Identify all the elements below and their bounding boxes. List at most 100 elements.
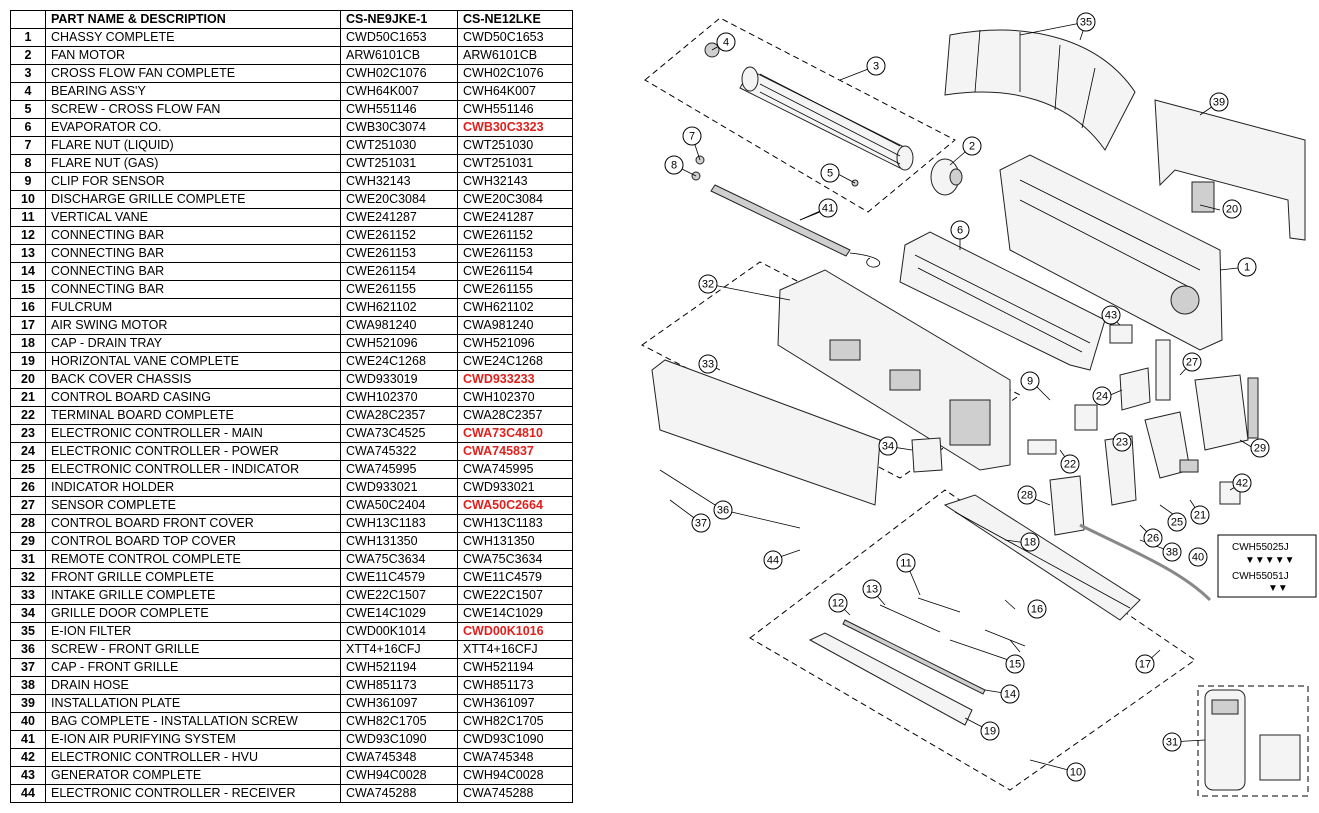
- part-name: CONNECTING BAR: [45, 244, 341, 263]
- part-name: ELECTRONIC CONTROLLER - POWER: [45, 442, 341, 461]
- part-code-model-2: CWH521096: [457, 334, 573, 353]
- callout-circle: [698, 354, 718, 374]
- part-code-model-1: ARW6101CB: [340, 46, 458, 65]
- part-name: GENERATOR COMPLETE: [45, 766, 341, 785]
- part-number: 16: [10, 298, 46, 317]
- callout-32: 32: [698, 274, 718, 294]
- callout-6: 6: [950, 220, 970, 240]
- part-name: VERTICAL VANE: [45, 208, 341, 227]
- part-name: FULCRUM: [45, 298, 341, 317]
- part-number: 5: [10, 100, 46, 119]
- callout-circle: [682, 126, 702, 146]
- callout-circle: [1167, 512, 1187, 532]
- part-name: CONTROL BOARD FRONT COVER: [45, 514, 341, 533]
- callout-layer: 1234567891011121314151617181920212223242…: [664, 12, 1270, 782]
- callout-24: 24: [1092, 386, 1112, 406]
- callout-circle: [1232, 473, 1252, 493]
- part-number: 1: [10, 28, 46, 47]
- part-number: 28: [10, 514, 46, 533]
- grille-door: [911, 437, 943, 473]
- part-name: CAP - FRONT GRILLE: [45, 658, 341, 677]
- part-number: 44: [10, 784, 46, 803]
- vertical-vanes: [879, 597, 1026, 665]
- callout-16: 16: [1027, 599, 1047, 619]
- part-number: 42: [10, 748, 46, 767]
- part-name: CAP - DRAIN TRAY: [45, 334, 341, 353]
- part-code-model-1: CWA75C3634: [340, 550, 458, 569]
- part-number: 14: [10, 262, 46, 281]
- callout-36: 36: [713, 500, 733, 520]
- callout-circle: [980, 721, 1000, 741]
- callout-37: 37: [691, 513, 711, 533]
- part-number: 33: [10, 586, 46, 605]
- callout-circle: [866, 56, 886, 76]
- callout-circle: [1222, 199, 1242, 219]
- part-number: 13: [10, 244, 46, 263]
- callout-4: 4: [716, 32, 736, 52]
- part-code-model-2: CWD93C1090: [457, 730, 573, 749]
- callout-number: 14: [1004, 689, 1016, 701]
- callout-40: 40: [1188, 547, 1208, 567]
- part-name: GRILLE DOOR COMPLETE: [45, 604, 341, 623]
- callout-38: 38: [1162, 542, 1182, 562]
- horizontal-vane: [808, 632, 973, 726]
- callout-number: 20: [1226, 204, 1238, 216]
- e-ion-purifying-system: [710, 184, 851, 257]
- installation-plate: [1154, 99, 1306, 241]
- callout-number: 22: [1064, 459, 1076, 471]
- part-name: ELECTRONIC CONTROLLER - INDICATOR: [45, 460, 341, 479]
- callout-number: 3: [873, 61, 879, 73]
- callout-number: 6: [957, 225, 963, 237]
- discharge-grille-group-outline: [749, 489, 1196, 791]
- part-name: E-ION FILTER: [45, 622, 341, 641]
- callout-35: 35: [1076, 12, 1096, 32]
- part-name: SENSOR COMPLETE: [45, 496, 341, 515]
- callout-27: 27: [1182, 352, 1202, 372]
- part-code-model-2: CWB30C3323: [457, 118, 573, 137]
- callout-circle: [691, 513, 711, 533]
- part-number: 10: [10, 190, 46, 209]
- part-number: 2: [10, 46, 46, 65]
- callout-number: 4: [723, 37, 729, 49]
- part-code-model-1: CWA73C4525: [340, 424, 458, 443]
- parts-table: PART NAME & DESCRIPTION CS-NE9JKE-1 CS-N…: [10, 10, 573, 803]
- part-code-model-1: CWH94C0028: [340, 766, 458, 785]
- part-code-model-1: CWA50C2404: [340, 496, 458, 515]
- chassis: [999, 154, 1223, 351]
- part-number: 25: [10, 460, 46, 479]
- part-number: 37: [10, 658, 46, 677]
- part-code-model-2: CWH102370: [457, 388, 573, 407]
- part-code-model-2: CWE261155: [457, 280, 573, 299]
- part-name: INSTALLATION PLATE: [45, 694, 341, 713]
- part-name: CHASSY COMPLETE: [45, 28, 341, 47]
- part-code-model-1: CWA745288: [340, 784, 458, 803]
- part-code-model-1: CWH521194: [340, 658, 458, 677]
- callout-circle: [698, 274, 718, 294]
- callout-number: 43: [1105, 310, 1117, 322]
- part-name: SCREW - CROSS FLOW FAN: [45, 100, 341, 119]
- callout-number: 24: [1096, 391, 1108, 403]
- callout-circle: [1162, 732, 1182, 752]
- screw-bag-label-1: CWH55025J: [1232, 542, 1289, 553]
- part-code-model-2: CWH551146: [457, 100, 573, 119]
- part-number: 17: [10, 316, 46, 335]
- part-number: 15: [10, 280, 46, 299]
- callout-circle: [1237, 257, 1257, 277]
- part-code-model-2: CWA75C3634: [457, 550, 573, 569]
